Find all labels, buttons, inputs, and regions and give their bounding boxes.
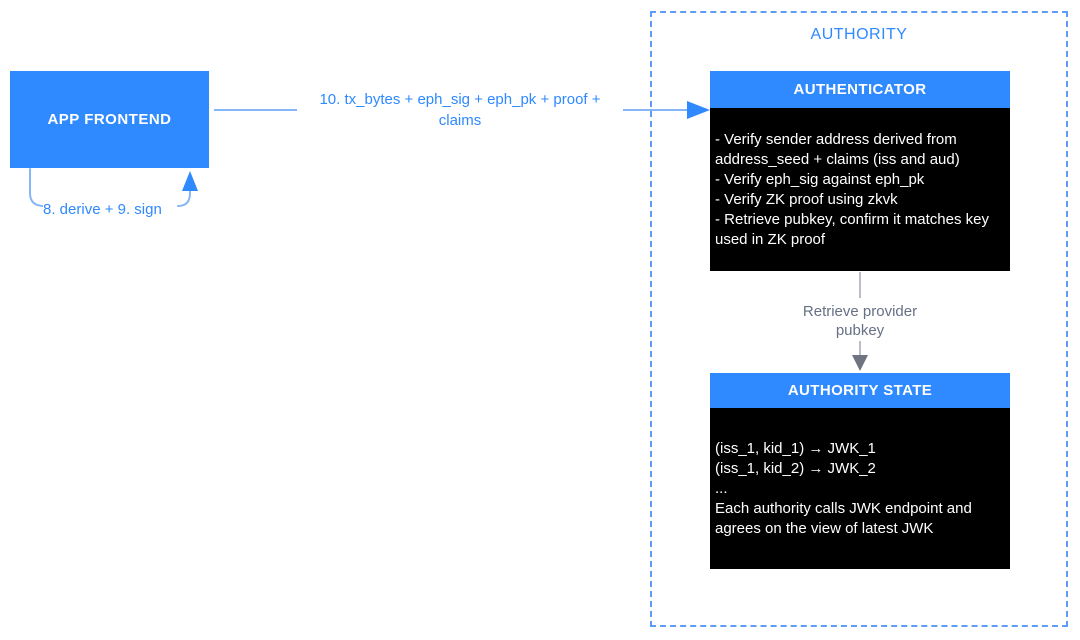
retrieve-pubkey-label-line1: Retrieve provider [802, 303, 918, 320]
tx-flow-label: 10. tx_bytes + eph_sig + eph_pk + proof … [297, 89, 623, 131]
app-frontend-node: APP FRONTEND [10, 71, 209, 168]
authority-state-header: AUTHORITY STATE [710, 373, 1010, 408]
tx-flow-label-line1: 10. tx_bytes + eph_sig + eph_pk + proof … [319, 91, 601, 108]
retrieve-pubkey-label: Retrieve provider pubkey [760, 302, 960, 340]
authenticator-item: - Verify eph_sig against eph_pk [715, 170, 925, 188]
authenticator-item: - Retrieve pubkey, confirm it matches ke… [715, 210, 989, 248]
derive-curve-right [177, 188, 191, 207]
authenticator-node: AUTHENTICATOR - Verify sender address de… [710, 71, 1010, 271]
authenticator-item: - Verify sender address derived from add… [715, 130, 960, 168]
authenticator-body: - Verify sender address derived from add… [710, 108, 1010, 271]
authority-state-item: (iss_1, kid_2) → JWK_2 [715, 459, 876, 477]
authority-state-body: (iss_1, kid_1) → JWK_1 (iss_1, kid_2) → … [710, 408, 1010, 569]
authority-state-item: Each authority calls JWK endpoint and ag… [715, 499, 972, 537]
app-frontend-label: APP FRONTEND [47, 111, 172, 128]
authenticator-header: AUTHENTICATOR [710, 71, 1010, 108]
authority-state-node: AUTHORITY STATE (iss_1, kid_1) → JWK_1 (… [710, 373, 1010, 569]
derive-sign-label: 8. derive + 9. sign [43, 201, 162, 219]
authority-group-title: AUTHORITY [810, 26, 908, 43]
derive-curve-left [29, 168, 45, 207]
derive-arrowhead-icon [182, 171, 198, 191]
authority-state-item: ... [715, 479, 728, 497]
authority-group: AUTHORITY [650, 11, 1068, 627]
retrieve-pubkey-label-line2: pubkey [835, 322, 885, 339]
authenticator-item: - Verify ZK proof using zkvk [715, 190, 898, 208]
tx-flow-label-line2: claims [438, 112, 482, 129]
authority-state-item: (iss_1, kid_1) → JWK_1 [715, 439, 876, 457]
